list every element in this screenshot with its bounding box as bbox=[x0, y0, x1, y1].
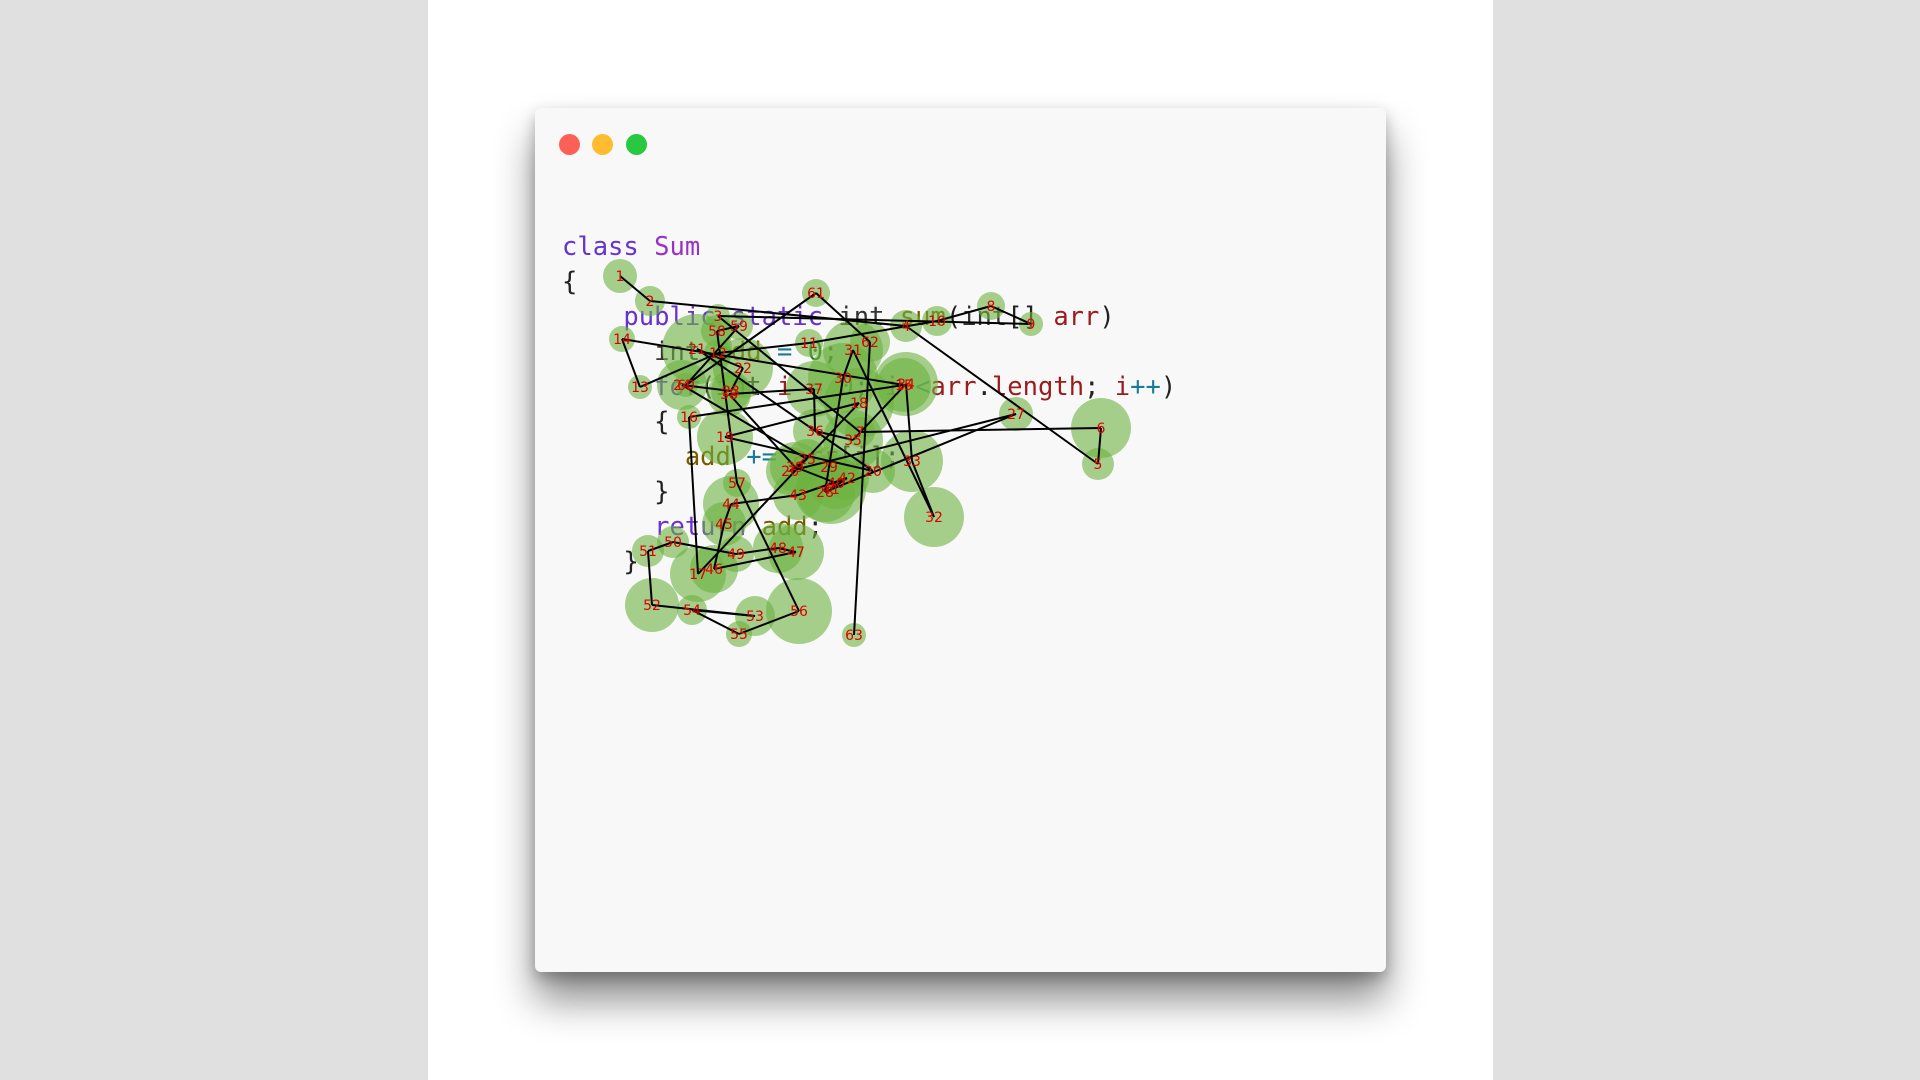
code-token: 0 bbox=[838, 372, 854, 402]
code-line: } bbox=[562, 545, 1176, 580]
code-token: i bbox=[853, 442, 870, 472]
code-token: { bbox=[562, 407, 670, 437]
code-token: < bbox=[899, 372, 931, 402]
code-token: ; bbox=[807, 512, 824, 542]
code-token: ) bbox=[1160, 372, 1177, 402]
code-token: class bbox=[562, 232, 655, 262]
code-token bbox=[562, 442, 685, 472]
code-line: for(int i = 0; i <arr.length; i++) bbox=[562, 370, 1176, 405]
code-token: ) bbox=[1099, 302, 1115, 332]
code-token: add bbox=[684, 442, 731, 472]
code-token: ( bbox=[700, 372, 716, 402]
code-token: ]; bbox=[869, 442, 900, 472]
code-token: for bbox=[562, 372, 701, 402]
code-token: arr bbox=[792, 442, 839, 472]
code-token: ( bbox=[945, 302, 962, 332]
code-token: ++ bbox=[1130, 372, 1161, 402]
code-token: static bbox=[730, 302, 839, 332]
code-token: } bbox=[562, 477, 670, 507]
code-token: ; bbox=[1084, 372, 1115, 402]
code-token: = bbox=[792, 372, 839, 402]
code-token: return bbox=[562, 512, 762, 542]
code-token: i bbox=[776, 372, 793, 402]
code-token: length bbox=[991, 372, 1085, 402]
code-line: public static int sum(int[] arr) bbox=[562, 300, 1176, 335]
code-token: int bbox=[838, 302, 900, 332]
code-token: { bbox=[562, 267, 578, 297]
code-line: int add = 0; bbox=[562, 335, 1176, 370]
code-line: { bbox=[562, 405, 1176, 440]
code-token: ; bbox=[823, 337, 839, 367]
code-token: arr bbox=[1053, 302, 1100, 332]
code-token: arr bbox=[930, 372, 977, 402]
code-token: ; bbox=[853, 372, 885, 402]
code-token: int bbox=[562, 337, 716, 367]
code-block: class Sum{ public static int sum(int[] a… bbox=[562, 230, 1176, 580]
code-line: add += arr[i]; bbox=[562, 440, 1176, 475]
code-token: sum bbox=[899, 302, 946, 332]
code-token: add bbox=[715, 337, 762, 367]
code-token: [ bbox=[838, 442, 854, 472]
minimize-icon[interactable] bbox=[592, 134, 613, 155]
code-token: int bbox=[715, 372, 777, 402]
code-line: return add; bbox=[562, 510, 1176, 545]
code-token: i bbox=[1114, 372, 1131, 402]
code-token: public bbox=[562, 302, 731, 332]
code-line: { bbox=[562, 265, 1176, 300]
code-token: } bbox=[562, 547, 639, 577]
code-line: class Sum bbox=[562, 230, 1176, 265]
code-line: } bbox=[562, 475, 1176, 510]
code-token: = bbox=[761, 337, 808, 367]
maximize-icon[interactable] bbox=[626, 134, 647, 155]
code-editor-window: class Sum{ public static int sum(int[] a… bbox=[535, 108, 1386, 972]
code-token: 0 bbox=[807, 337, 824, 367]
code-token: . bbox=[976, 372, 992, 402]
code-token: i bbox=[884, 372, 900, 402]
code-token: int bbox=[961, 302, 1008, 332]
code-token: [] bbox=[1007, 302, 1054, 332]
code-token: += bbox=[730, 442, 793, 472]
close-icon[interactable] bbox=[559, 134, 580, 155]
code-token: add bbox=[761, 512, 808, 542]
code-token: Sum bbox=[654, 232, 701, 262]
